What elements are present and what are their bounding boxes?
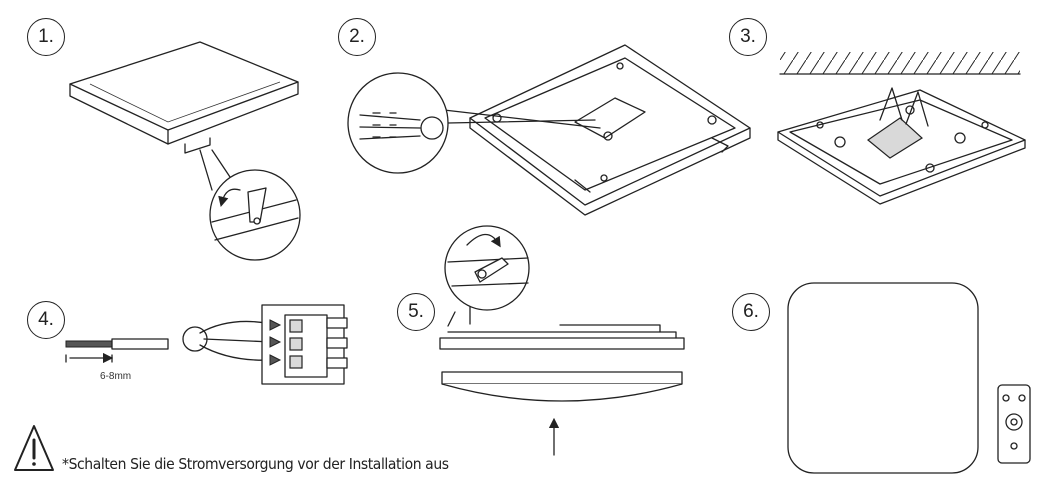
step-1-label: 1. (27, 18, 65, 56)
step-2-zoom (347, 72, 449, 174)
step-1-zoom (199, 149, 301, 261)
step-2-label: 2. (338, 18, 376, 56)
step-6-label: 6. (732, 293, 770, 331)
step-1-lamp (69, 41, 299, 154)
step-4-wire (65, 338, 169, 364)
step-3-chassis (777, 87, 1026, 205)
step-5-lamp-side (439, 324, 685, 456)
step-4-connector (182, 304, 348, 385)
step-2-lamp (443, 44, 751, 216)
strip-length-label: 6-8mm (100, 371, 132, 382)
step-6-lamp-front (787, 282, 979, 474)
warning-text: *Schalten Sie die Stromversorgung vor de… (62, 455, 449, 473)
step-3-ceiling (779, 52, 1021, 75)
warning-triangle-icon (14, 425, 54, 471)
remote-control (997, 384, 1031, 464)
step-4-label: 4. (27, 301, 65, 339)
step-5-zoom (444, 225, 530, 327)
step-5-label: 5. (397, 293, 435, 331)
step-3-label: 3. (729, 18, 767, 56)
